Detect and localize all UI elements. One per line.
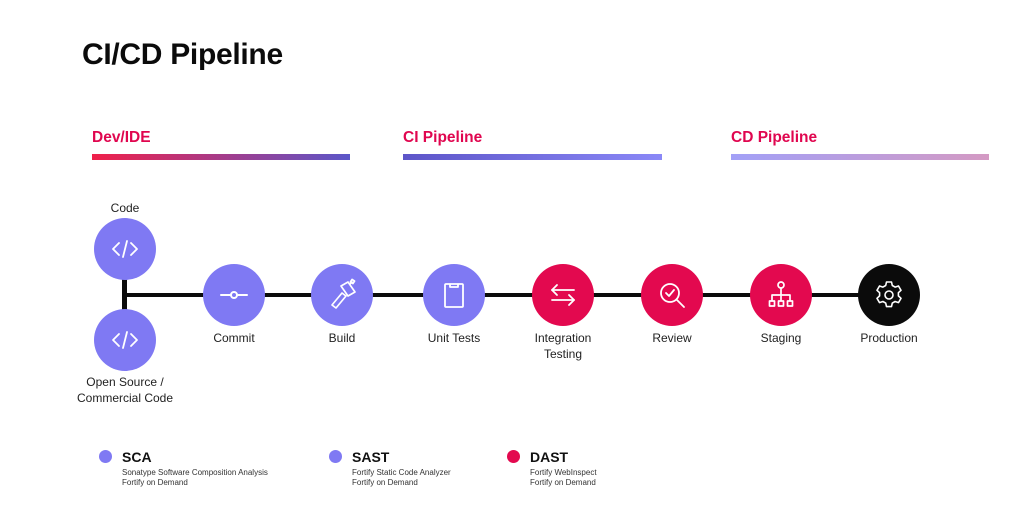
phase-label-dev-ide: Dev/IDE (92, 129, 151, 146)
hierarchy-icon (768, 281, 794, 307)
node-unit-tests[interactable] (423, 264, 485, 326)
node-label-unit-tests: Unit Tests (427, 331, 481, 345)
node-label-integration-testing: Integration Testing (503, 330, 623, 362)
node-label-staging: Staging (760, 331, 802, 345)
node-open-source[interactable] (94, 309, 156, 371)
legend-dot-sast (329, 450, 342, 463)
phase-label-ci-pipeline: CI Pipeline (403, 129, 483, 146)
phase-bar-ci-pipeline (403, 154, 662, 160)
legend-desc-line: Sonatype Software Composition Analysis (122, 468, 268, 477)
node-label-build: Build (328, 331, 356, 345)
legend-dot-dast (507, 450, 520, 463)
legend-desc-line: Fortify on Demand (352, 478, 418, 487)
node-label-code: Code (110, 201, 140, 215)
phase-label-cd-pipeline: CD Pipeline (731, 129, 818, 146)
magnifier-check-icon (660, 283, 685, 308)
hammer-icon (331, 278, 356, 309)
branch-connector-line (122, 270, 127, 320)
phase-bar-cd-pipeline (731, 154, 989, 160)
legend-title-sast: SAST (352, 449, 390, 465)
node-integration-testing[interactable] (532, 264, 594, 326)
legend-title-sca: SCA (122, 449, 152, 465)
node-label-commit: Commit (213, 331, 255, 345)
node-label-line: Commercial Code (76, 391, 174, 405)
node-label-line: Open Source / (86, 375, 164, 389)
legend-desc-line: Fortify on Demand (530, 478, 596, 487)
node-review[interactable] (641, 264, 703, 326)
node-code[interactable] (94, 218, 156, 280)
node-label-line: Integration (534, 331, 592, 345)
legend-desc-sast: Fortify Static Code Analyzer Fortify on … (352, 468, 451, 488)
legend-desc-line: Fortify WebInspect (530, 468, 597, 477)
phase-bar-dev-ide (92, 154, 350, 160)
node-label-production: Production (860, 331, 918, 345)
clipboard-icon (444, 283, 464, 308)
legend-desc-line: Fortify on Demand (122, 478, 188, 487)
pipeline-line (125, 293, 889, 297)
code-icon (112, 240, 138, 258)
node-label-line: Testing (543, 347, 583, 361)
commit-icon (220, 291, 248, 299)
node-staging[interactable] (750, 264, 812, 326)
legend-title-dast: DAST (530, 449, 569, 465)
node-production[interactable] (858, 264, 920, 326)
node-label-open-source: Open Source / Commercial Code (65, 374, 185, 406)
legend-dot-sca (99, 450, 112, 463)
legend-desc-dast: Fortify WebInspect Fortify on Demand (530, 468, 597, 488)
gear-icon (876, 281, 902, 308)
legend-desc-sca: Sonatype Software Composition Analysis F… (122, 468, 268, 488)
arrows-exchange-icon (551, 284, 575, 306)
page-title: CI/CD Pipeline (82, 38, 283, 71)
code-icon (112, 331, 138, 349)
node-label-review: Review (652, 331, 692, 345)
node-commit[interactable] (203, 264, 265, 326)
node-build[interactable] (311, 264, 373, 326)
legend-desc-line: Fortify Static Code Analyzer (352, 468, 451, 477)
